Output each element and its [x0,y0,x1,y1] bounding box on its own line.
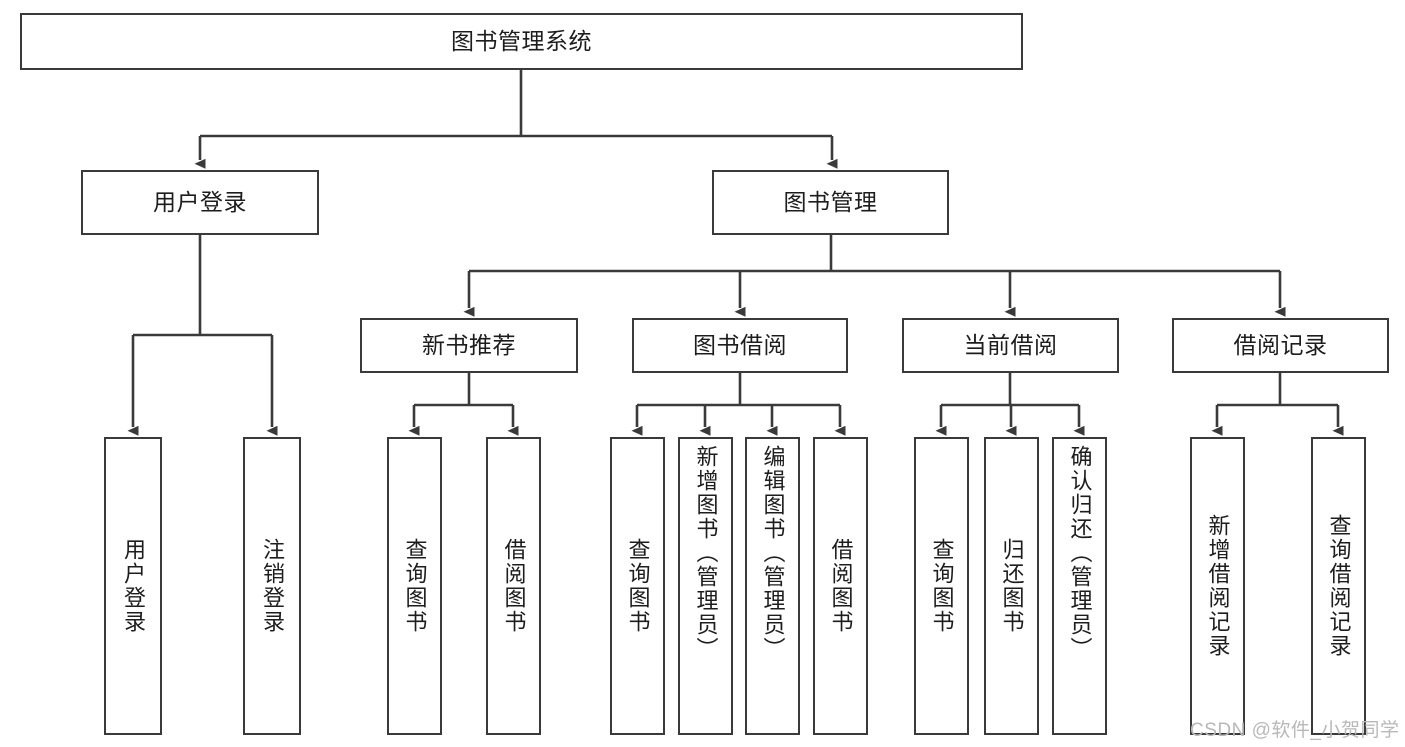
leaf-label: 注销登录 [259,538,285,634]
leaf-label: 新增图书（管理员） [693,445,719,661]
node-label: 新书推荐 [422,332,516,358]
leaf-label: 归还图书 [999,538,1025,634]
node-user-login[interactable]: 用户登录 [81,170,319,235]
leaf-query-book-borrow[interactable]: 查询图书 [610,437,665,735]
leaf-label: 确认归还（管理员） [1067,445,1093,661]
node-current-borrow[interactable]: 当前借阅 [902,318,1119,373]
leaf-edit-book-admin[interactable]: 编辑图书（管理员） [745,437,800,735]
leaf-label: 借阅图书 [828,538,854,634]
node-book-management[interactable]: 图书管理 [712,170,949,235]
leaf-add-book-admin[interactable]: 新增图书（管理员） [678,437,733,735]
leaf-label: 新增借阅记录 [1205,514,1231,658]
leaf-label: 查询图书 [402,538,428,634]
leaf-borrow-book[interactable]: 借阅图书 [813,437,868,735]
node-label: 图书借阅 [693,332,787,358]
leaf-label: 查询图书 [929,538,955,634]
leaf-user-login[interactable]: 用户登录 [104,437,162,735]
node-root-label: 图书管理系统 [451,28,592,54]
leaf-query-borrow-record[interactable]: 查询借阅记录 [1311,437,1366,735]
leaf-label: 借阅图书 [501,538,527,634]
leaf-logout[interactable]: 注销登录 [243,437,301,735]
leaf-add-borrow-record[interactable]: 新增借阅记录 [1190,437,1245,735]
leaf-label: 编辑图书（管理员） [760,445,786,661]
leaf-label: 用户登录 [120,538,146,634]
leaf-confirm-return-admin[interactable]: 确认归还（管理员） [1052,437,1107,735]
node-label: 借阅记录 [1233,332,1328,358]
leaf-return-book[interactable]: 归还图书 [984,437,1039,735]
node-label: 图书管理 [783,189,878,215]
node-book-borrow[interactable]: 图书借阅 [632,318,848,373]
leaf-query-book-recommend[interactable]: 查询图书 [387,437,442,735]
node-label: 当前借阅 [963,332,1058,358]
leaf-label: 查询图书 [625,538,651,634]
node-new-book-recommend[interactable]: 新书推荐 [360,318,578,373]
node-root-system[interactable]: 图书管理系统 [20,13,1023,70]
leaf-borrow-book-recommend[interactable]: 借阅图书 [486,437,541,735]
csdn-watermark: CSDN @软件_小贺同学 [1190,720,1400,741]
node-borrow-record[interactable]: 借阅记录 [1172,318,1389,373]
node-label: 用户登录 [153,189,247,215]
leaf-query-book-current[interactable]: 查询图书 [914,437,969,735]
leaf-label: 查询借阅记录 [1326,514,1352,658]
